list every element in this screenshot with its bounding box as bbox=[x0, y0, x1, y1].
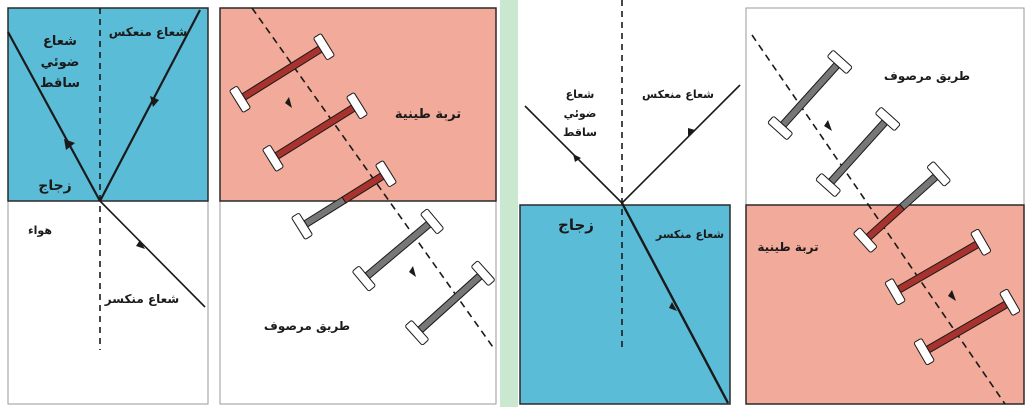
right-wheels-diagram: طريق مرصوف تربة طينية bbox=[745, 7, 1025, 405]
reflected-ray-label: شعاع منعكس bbox=[109, 25, 188, 39]
refracted-ray-label: شعاع منكسر bbox=[104, 292, 179, 306]
incident-ray-label-2: ضوئي bbox=[564, 107, 597, 120]
incident-arrow bbox=[573, 154, 581, 162]
path-arrow-bottom bbox=[409, 266, 416, 277]
paved-label: طريق مرصوف bbox=[884, 69, 970, 84]
left-wheels-diagram: تربة طينية طريق مرصوف bbox=[219, 7, 497, 405]
refracted-ray bbox=[620, 202, 730, 404]
incident-ray bbox=[7, 31, 101, 202]
refracted-ray bbox=[99, 200, 206, 308]
paved-label: طريق مرصوف bbox=[264, 319, 350, 334]
refracted-ray-label: شعاع منكسر bbox=[655, 228, 724, 241]
incident-arrow bbox=[64, 139, 75, 150]
incident-ray-label-2: ضوئي bbox=[41, 55, 80, 70]
clay-label: تربة طينية bbox=[757, 240, 818, 254]
incident-ray-label-1: شعاع bbox=[566, 88, 595, 101]
axle-paved-2 bbox=[815, 107, 901, 197]
path-arrow-top bbox=[824, 120, 832, 131]
incident-ray-label-3: ساقط bbox=[40, 76, 80, 91]
axle-clay-2 bbox=[262, 92, 368, 172]
glass-label: زجاج bbox=[558, 216, 594, 234]
reflected-arrow bbox=[150, 96, 159, 107]
reflected-ray bbox=[99, 9, 201, 202]
incident-ray-label-3: ساقط bbox=[563, 126, 597, 139]
axle-paved-2 bbox=[405, 260, 495, 346]
reflected-ray bbox=[621, 84, 741, 204]
axle-clay-1 bbox=[229, 33, 335, 113]
axle-clay-2 bbox=[913, 288, 1021, 366]
path-arrow-top bbox=[285, 97, 292, 108]
axle-paved-1 bbox=[767, 50, 853, 140]
air-label: هواء bbox=[28, 224, 52, 237]
glass-region bbox=[7, 7, 209, 202]
refracted-arrow bbox=[669, 302, 677, 311]
path-line bbox=[751, 34, 1006, 405]
refracted-arrow bbox=[136, 240, 145, 249]
axle-paved-1 bbox=[352, 208, 444, 292]
reflected-ray-label: شعاع منعكس bbox=[642, 88, 714, 101]
path-arrow-bottom bbox=[948, 290, 956, 301]
left-panel: شعاع ضوئي ساقط شعاع منعكس زجاج هواء شعاع… bbox=[7, 7, 497, 405]
axle-boundary bbox=[291, 160, 397, 240]
clay-label: تربة طينية bbox=[395, 107, 461, 122]
axle-clay-1 bbox=[884, 228, 992, 306]
right-panel: شعاع ضوئي ساقط شعاع منعكس زجاج شعاع منكس… bbox=[519, 0, 1025, 405]
glass-region bbox=[519, 204, 731, 405]
right-ray-diagram: شعاع ضوئي ساقط شعاع منعكس زجاج شعاع منكس… bbox=[519, 0, 741, 405]
panel-divider bbox=[500, 0, 518, 407]
glass-label: زجاج bbox=[38, 178, 72, 194]
axle-boundary bbox=[853, 161, 951, 253]
reflected-arrow bbox=[688, 128, 695, 136]
left-ray-diagram: شعاع ضوئي ساقط شعاع منعكس زجاج هواء شعاع… bbox=[7, 7, 209, 405]
incident-ray-label-1: شعاع bbox=[43, 34, 77, 49]
